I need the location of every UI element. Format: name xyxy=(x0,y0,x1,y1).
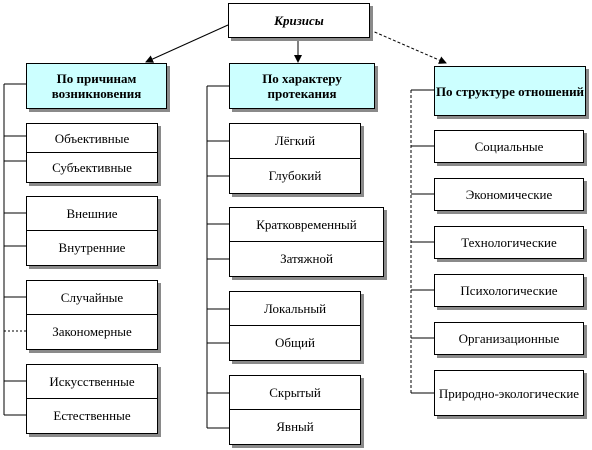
category-item: Естественные xyxy=(27,398,157,433)
root-label: Кризисы xyxy=(274,13,324,28)
category-item: Субъективные xyxy=(27,152,157,182)
course-group-4: Скрытый Явный xyxy=(229,375,361,445)
category-item: Технологические xyxy=(461,235,557,250)
heading-causes: По причинам возникновения xyxy=(26,63,167,109)
arrow-to-structure xyxy=(369,29,447,64)
category-item: Социальные xyxy=(474,139,544,154)
category-item: Организационные xyxy=(458,331,560,346)
category-item: Закономерные xyxy=(27,314,157,349)
arrow-to-causes xyxy=(145,24,229,63)
structure-item-3: Технологические xyxy=(434,226,584,259)
category-item: Затяжной xyxy=(230,241,383,276)
structure-item-6: Природно-экологические xyxy=(434,370,584,416)
structure-item-5: Организационные xyxy=(434,322,584,355)
structure-item-2: Экономические xyxy=(434,178,584,211)
category-item: Лёгкий xyxy=(274,133,316,149)
causes-group-1: Объективные Субъективные xyxy=(26,123,158,183)
category-item: Искусственные xyxy=(49,374,135,389)
course-group-3: Локальный Общий xyxy=(229,291,361,361)
category-item: Общий xyxy=(230,325,360,360)
course-group-1: Лёгкий Глубокий xyxy=(229,123,361,194)
heading-course: По характеру протекания xyxy=(229,63,375,109)
category-item: Внутренние xyxy=(27,230,157,265)
category-item: Случайные xyxy=(60,290,124,305)
causes-group-4: Искусственные Естественные xyxy=(26,364,158,434)
course-group-2: Кратковременный Затяжной xyxy=(229,207,384,277)
heading-course-label: По характеру протекания xyxy=(262,71,342,101)
category-item: Экономические xyxy=(465,187,553,202)
category-item: Психологические xyxy=(460,283,558,298)
root-node-crises: Кризисы xyxy=(228,3,370,38)
heading-structure: По структуре отношений xyxy=(434,66,586,116)
category-item: Локальный xyxy=(263,301,327,316)
category-item: Объективные xyxy=(54,130,130,146)
category-item: Скрытый xyxy=(269,385,321,400)
category-item: Природно-экологические xyxy=(438,385,580,401)
category-item: Кратковременный xyxy=(256,217,357,232)
structure-item-1: Социальные xyxy=(434,130,584,163)
category-item: Глубокий xyxy=(230,157,360,194)
heading-structure-label: По структуре отношений xyxy=(435,83,585,99)
causes-group-2: Внешние Внутренние xyxy=(26,196,158,266)
category-item: Явный xyxy=(230,409,360,444)
heading-causes-label: По причинам возникновения xyxy=(51,71,142,101)
structure-item-4: Психологические xyxy=(434,274,584,307)
category-item: Внешние xyxy=(66,206,118,221)
causes-group-3: Случайные Закономерные xyxy=(26,280,158,350)
